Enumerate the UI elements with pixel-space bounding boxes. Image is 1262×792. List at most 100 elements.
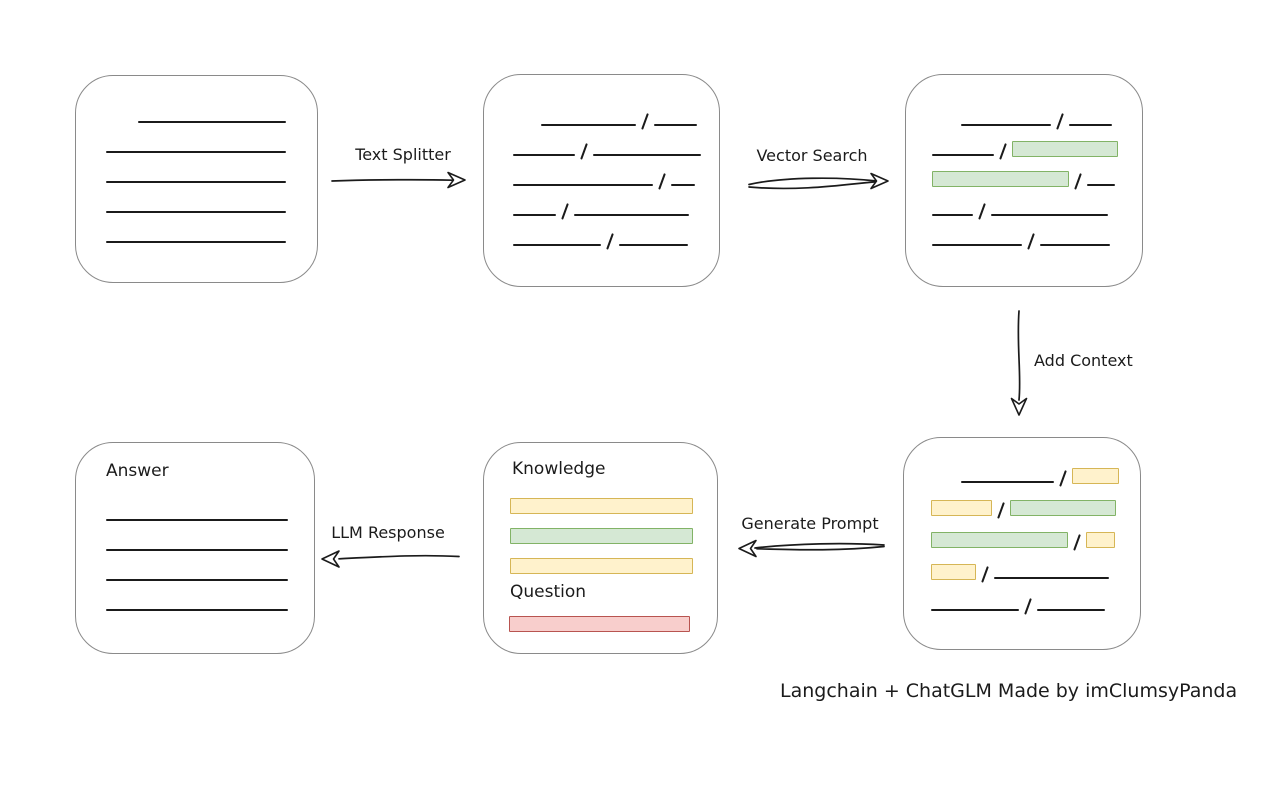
text-line bbox=[931, 609, 1019, 611]
text-line bbox=[932, 214, 973, 216]
text-line bbox=[106, 519, 288, 521]
text-line bbox=[991, 214, 1109, 216]
question-label: Question bbox=[510, 582, 587, 602]
text-line bbox=[106, 609, 288, 611]
text-line bbox=[106, 241, 286, 243]
text-line bbox=[513, 184, 653, 186]
text-line bbox=[1069, 124, 1113, 126]
placeholder-text-row bbox=[932, 126, 1119, 160]
text-line bbox=[654, 124, 698, 126]
placeholder-text-row bbox=[513, 186, 701, 220]
highlight-chip-green bbox=[1010, 500, 1117, 516]
text-line bbox=[932, 244, 1022, 246]
node-split-document bbox=[483, 74, 720, 287]
text-line bbox=[932, 154, 994, 156]
placeholder-text-row bbox=[106, 213, 286, 243]
vector-search-arrow bbox=[748, 172, 889, 190]
placeholder-text-row bbox=[931, 451, 1120, 487]
text-line bbox=[619, 244, 689, 246]
llm-response-label: LLM Response bbox=[331, 523, 445, 542]
placeholder-text-row bbox=[510, 483, 693, 514]
text-line bbox=[106, 549, 288, 551]
indent-gap bbox=[513, 125, 541, 126]
text-splitter-label: Text Splitter bbox=[355, 145, 451, 164]
text-line bbox=[961, 481, 1054, 483]
text-line bbox=[1040, 244, 1111, 246]
caption: Langchain + ChatGLM Made by imClumsyPand… bbox=[780, 680, 1238, 702]
generate-prompt-label: Generate Prompt bbox=[741, 514, 879, 533]
placeholder-text-row bbox=[931, 547, 1119, 583]
indent-gap bbox=[932, 125, 961, 126]
node-matched-chunks bbox=[905, 74, 1143, 287]
placeholder-text-row bbox=[932, 156, 1118, 190]
highlight-chip-yellow bbox=[510, 558, 693, 574]
highlight-chip-yellow bbox=[510, 498, 693, 514]
add-context-label: Add Context bbox=[1034, 351, 1133, 370]
indent-gap bbox=[931, 482, 961, 483]
node-source-document bbox=[75, 75, 318, 283]
text-line bbox=[593, 154, 702, 156]
context-chunks-lines bbox=[931, 451, 1120, 615]
placeholder-text-row bbox=[513, 216, 701, 250]
text-line bbox=[513, 214, 556, 216]
placeholder-text-row bbox=[106, 183, 286, 213]
placeholder-text-row bbox=[510, 543, 693, 574]
highlight-chip-green bbox=[932, 171, 1069, 187]
answer-lines bbox=[106, 491, 288, 611]
placeholder-text-row bbox=[106, 581, 288, 611]
text-line bbox=[513, 154, 575, 156]
placeholder-text-row bbox=[513, 126, 702, 160]
placeholder-text-row bbox=[932, 216, 1118, 250]
add-context-arrow bbox=[1010, 310, 1028, 416]
indent-gap bbox=[106, 122, 138, 123]
split-document-lines bbox=[513, 96, 702, 250]
knowledge-bars bbox=[510, 483, 693, 574]
placeholder-text-row bbox=[513, 96, 701, 130]
highlight-chip-green bbox=[1012, 141, 1119, 157]
placeholder-text-row bbox=[106, 153, 286, 183]
text-line bbox=[541, 124, 636, 126]
matched-chunks-lines bbox=[932, 96, 1119, 250]
text-line bbox=[106, 579, 288, 581]
text-line bbox=[1037, 609, 1106, 611]
placeholder-text-row bbox=[106, 551, 288, 581]
source-document-lines bbox=[106, 93, 286, 243]
placeholder-text-row bbox=[931, 579, 1119, 615]
placeholder-text-row bbox=[106, 521, 288, 551]
highlight-chip-green bbox=[510, 528, 693, 544]
text-line bbox=[106, 211, 286, 213]
node-prompt: Knowledge Question bbox=[483, 442, 718, 654]
placeholder-text-row bbox=[931, 483, 1119, 519]
generate-prompt-arrow bbox=[738, 539, 885, 558]
highlight-chip-yellow bbox=[931, 564, 976, 580]
text-line bbox=[513, 244, 601, 246]
chunk-separator-slash bbox=[1027, 233, 1036, 250]
chunk-separator-slash bbox=[606, 233, 615, 250]
placeholder-text-row bbox=[932, 96, 1118, 130]
text-line bbox=[994, 577, 1110, 579]
placeholder-text-row bbox=[106, 123, 286, 153]
highlight-chip-green bbox=[931, 532, 1068, 548]
text-line bbox=[1087, 184, 1116, 186]
placeholder-text-row bbox=[513, 156, 701, 190]
highlight-chip-red bbox=[509, 616, 690, 632]
highlight-chip-yellow bbox=[931, 500, 992, 516]
text-splitter-arrow bbox=[331, 171, 466, 189]
node-context-chunks bbox=[903, 437, 1141, 650]
highlight-chip-yellow bbox=[1072, 468, 1120, 484]
chunk-separator-slash bbox=[1024, 598, 1033, 615]
placeholder-text-row bbox=[106, 93, 286, 123]
placeholder-text-row bbox=[510, 513, 693, 544]
text-line bbox=[671, 184, 696, 186]
answer-label: Answer bbox=[106, 461, 169, 481]
text-line bbox=[106, 181, 286, 183]
highlight-chip-yellow bbox=[1086, 532, 1116, 548]
question-bar bbox=[509, 601, 690, 632]
placeholder-text-row bbox=[106, 491, 288, 521]
llm-response-arrow bbox=[321, 550, 460, 568]
node-answer: Answer bbox=[75, 442, 315, 654]
placeholder-text-row bbox=[509, 601, 690, 632]
placeholder-text-row bbox=[932, 186, 1118, 220]
text-line bbox=[574, 214, 690, 216]
